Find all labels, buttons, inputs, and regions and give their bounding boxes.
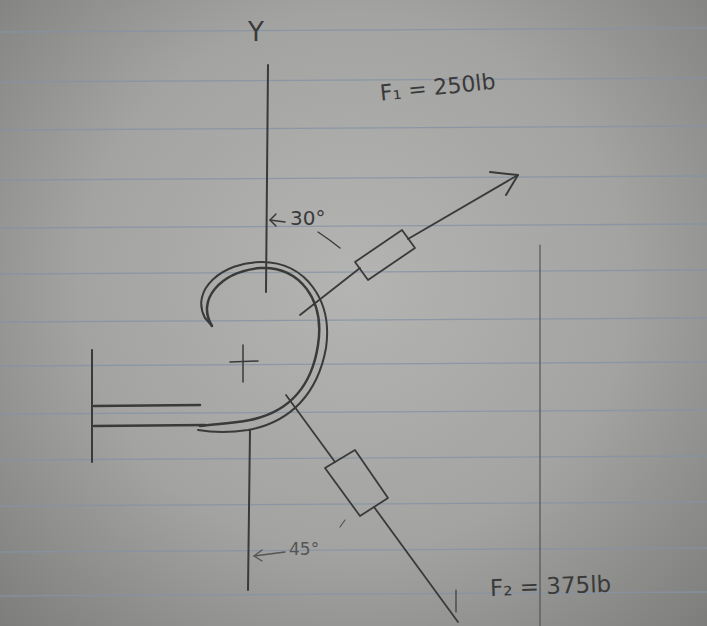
force-label: F₁ = 250lb (377, 70, 499, 107)
force-label: F₂ = 375lb (488, 572, 614, 602)
axis-label: Y (246, 18, 266, 47)
angle-label: 45° (287, 540, 321, 559)
hook (205, 318, 212, 326)
y-axis (248, 430, 250, 590)
angle-label: 30° (288, 207, 327, 229)
turnbuckle (355, 230, 415, 280)
angle-leader (318, 232, 340, 248)
y-axis (266, 65, 268, 292)
tick-mark (455, 590, 456, 612)
paper-rules (0, 28, 707, 596)
angle-arrow (270, 214, 276, 226)
hook-shank (94, 425, 205, 426)
force-line (408, 175, 518, 239)
angle-leader (340, 520, 345, 527)
wall (91, 350, 93, 462)
angle-arrow (254, 550, 262, 561)
turnbuckle (325, 450, 388, 516)
stray-line (539, 245, 540, 626)
force-line (300, 268, 360, 315)
hook (198, 262, 327, 432)
center-mark (242, 345, 244, 382)
arrow-head (490, 172, 518, 195)
center-mark (230, 361, 258, 362)
force-line (374, 507, 458, 622)
hook-shank (94, 405, 200, 406)
force-line (286, 395, 335, 462)
